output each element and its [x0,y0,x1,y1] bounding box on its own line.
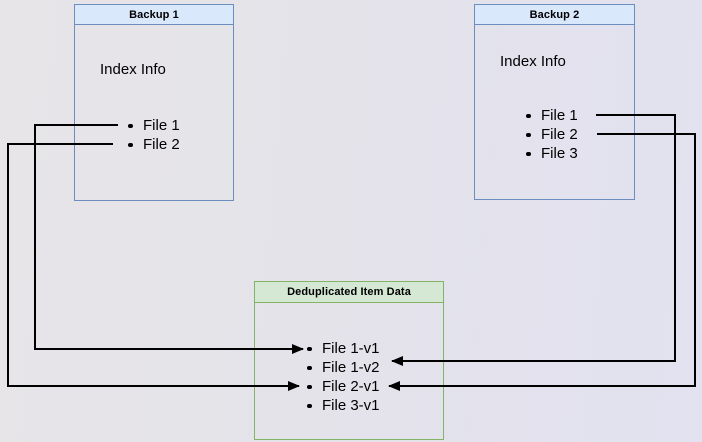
dedup-title: Deduplicated Item Data [255,282,443,303]
list-item: File 1 [128,117,180,134]
backup1-box: Backup 1 [74,4,234,201]
backup2-file-list: File 1 File 2 File 3 [526,106,578,163]
backup1-title: Backup 1 [75,5,233,25]
list-item: File 2-v1 [307,378,380,395]
backup2-index-info-label: Index Info [500,53,566,70]
list-item: File 1-v2 [307,359,380,376]
list-item: File 1-v1 [307,340,380,357]
list-item: File 1 [526,107,578,124]
list-item: File 3 [526,145,578,162]
list-item: File 3-v1 [307,397,380,414]
backup1-file-list: File 1 File 2 [128,116,180,154]
list-item: File 2 [128,136,180,153]
list-item: File 2 [526,126,578,143]
backup1-index-info-label: Index Info [100,61,166,78]
backup2-box: Backup 2 [474,4,635,200]
backup2-title: Backup 2 [475,5,634,25]
